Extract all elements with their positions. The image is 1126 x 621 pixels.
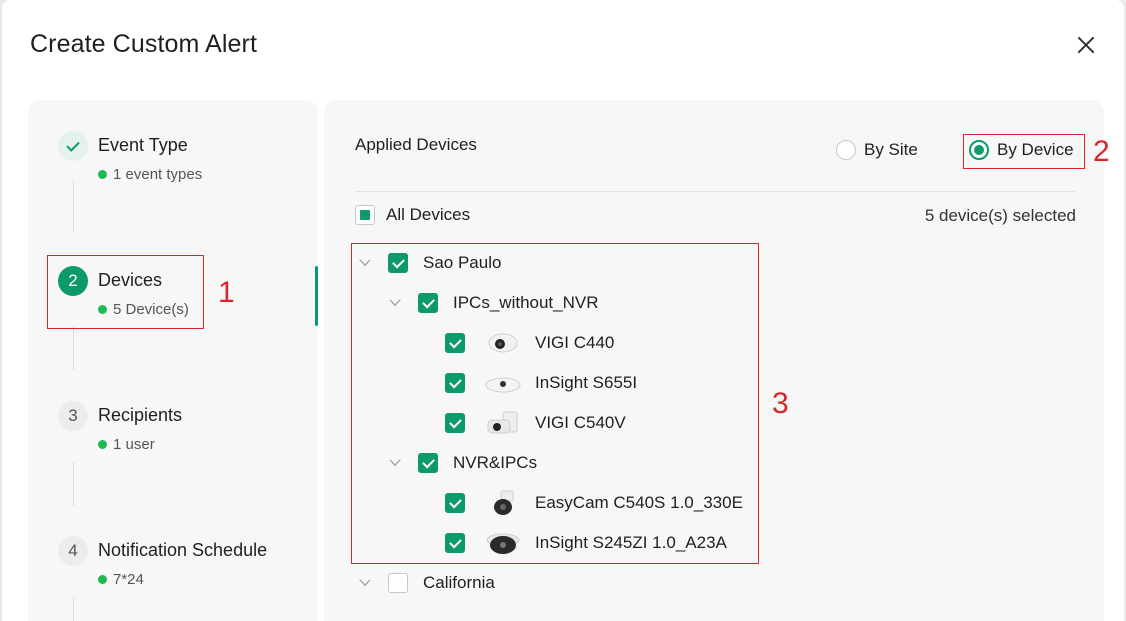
status-dot-icon (98, 170, 107, 179)
step-status: 5 Device(s) (98, 301, 189, 318)
step-status: 1 user (98, 436, 155, 453)
tree-node-device[interactable]: VIGI C540V (445, 411, 626, 435)
annotation-number-1: 1 (218, 276, 235, 309)
step-connector (73, 326, 74, 370)
tree-node-device[interactable]: InSight S245ZI 1.0_A23A (445, 531, 727, 555)
tree-node-site[interactable]: California (358, 571, 495, 595)
status-dot-icon (98, 305, 107, 314)
steps-panel: Event Type 1 event types 2 Devices 5 Dev… (28, 100, 318, 621)
check-icon (58, 131, 88, 161)
radio-icon (836, 140, 856, 160)
annotation-number-3: 3 (772, 387, 789, 420)
divider (355, 191, 1075, 192)
device-checkbox[interactable] (445, 413, 465, 433)
tree-node-group[interactable]: IPCs_without_NVR (388, 291, 599, 315)
group-checkbox[interactable] (418, 453, 438, 473)
status-dot-icon (98, 575, 107, 584)
step-status: 7*24 (98, 571, 144, 588)
selected-count: 5 device(s) selected (924, 206, 1076, 225)
group-checkbox[interactable] (418, 293, 438, 313)
applied-devices-title: Applied Devices (355, 135, 477, 154)
step-connector (73, 462, 74, 506)
all-devices-checkbox[interactable] (355, 205, 375, 225)
step-number-badge: 2 (58, 266, 88, 296)
tree-node-device[interactable]: VIGI C440 (445, 331, 614, 355)
step-label: Devices (98, 270, 163, 290)
tree-node-device[interactable]: EasyCam C540S 1.0_330E (445, 490, 743, 516)
close-icon[interactable] (1074, 33, 1098, 57)
radio-selected-icon (969, 140, 989, 160)
by-device-radio[interactable]: By Device (969, 140, 1074, 160)
applied-devices-panel: Applied Devices By Site By Device All De… (324, 100, 1104, 621)
ptz-camera-icon (485, 490, 521, 516)
dome-camera-icon (485, 530, 521, 556)
device-checkbox[interactable] (445, 333, 465, 353)
device-checkbox[interactable] (445, 373, 465, 393)
tree-node-device[interactable]: InSight S655I (445, 371, 637, 395)
step-label: Recipients (98, 405, 183, 425)
step-connector (73, 597, 74, 621)
step-status: 1 event types (98, 166, 202, 183)
step-label: Notification Schedule (98, 540, 268, 560)
fisheye-camera-icon (485, 370, 521, 396)
bullet-camera-icon (485, 410, 521, 436)
device-checkbox[interactable] (445, 493, 465, 513)
status-dot-icon (98, 440, 107, 449)
annotation-box-3 (351, 243, 759, 564)
dome-camera-icon (485, 330, 521, 356)
site-checkbox[interactable] (388, 573, 408, 593)
chevron-down-icon[interactable] (358, 576, 372, 590)
annotation-box-2 (963, 134, 1085, 169)
device-checkbox[interactable] (445, 533, 465, 553)
site-checkbox[interactable] (388, 253, 408, 273)
tree-node-group[interactable]: NVR&IPCs (388, 451, 537, 475)
active-step-indicator (315, 266, 318, 326)
annotation-box-1 (47, 255, 204, 329)
tree-node-site[interactable]: Sao Paulo (358, 251, 501, 275)
step-connector (73, 180, 74, 232)
annotation-number-2: 2 (1093, 135, 1110, 168)
step-number-badge: 4 (58, 536, 88, 566)
step-label: Event Type (98, 135, 188, 155)
modal-title: Create Custom Alert (30, 30, 257, 58)
all-devices-row[interactable]: All Devices (355, 205, 470, 225)
by-site-radio[interactable]: By Site (836, 140, 918, 160)
step-number-badge: 3 (58, 401, 88, 431)
